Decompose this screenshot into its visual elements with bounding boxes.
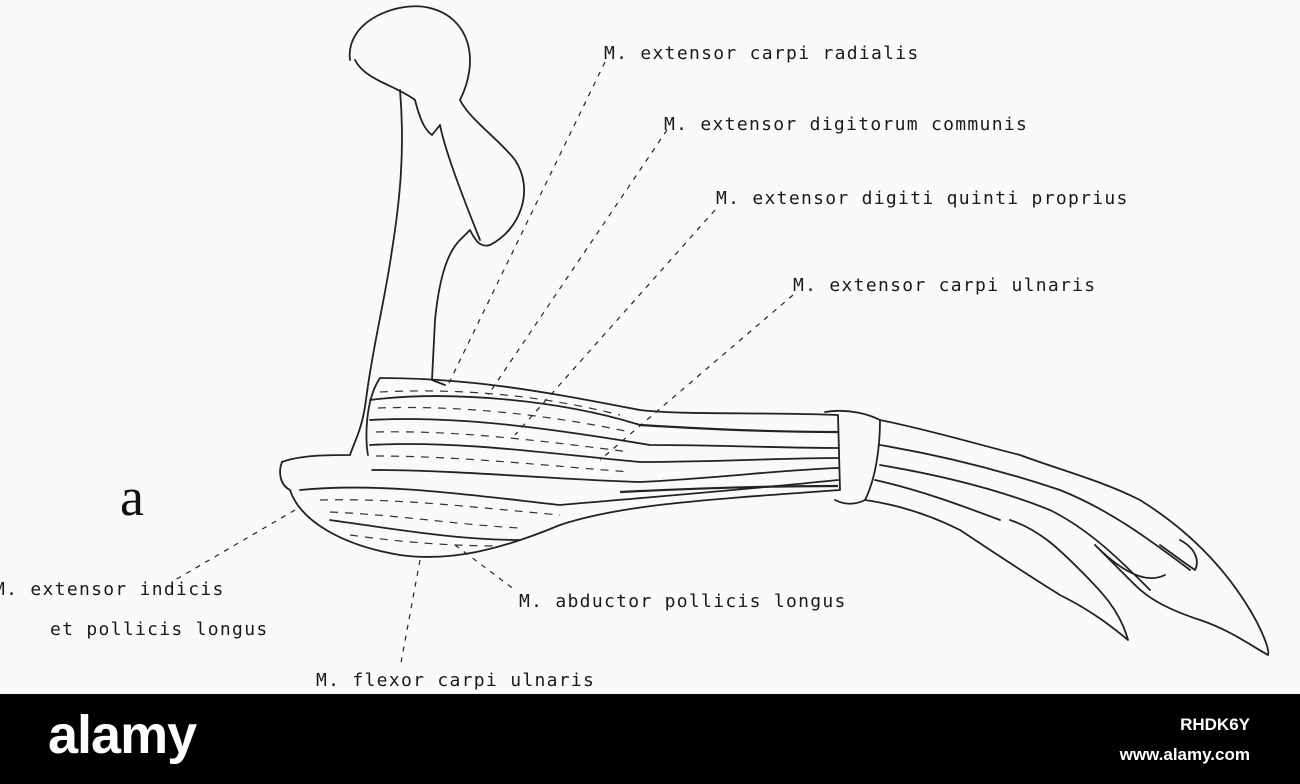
leader-ecu [600,295,793,460]
leader-edc [488,130,667,395]
leader-fcu [400,560,420,668]
muscle-band-2 [370,419,838,448]
fibre-4 [376,456,630,472]
label-extensor-indicis-line2: et pollicis longus [50,621,268,639]
muscle-band-5 [300,480,838,505]
leader-apl [455,545,515,590]
muscle-band-1 [370,396,640,425]
panel-letter: a [120,470,144,524]
label-extensor-indicis-line1: M. extensor indicis [0,581,225,599]
fibre-7 [350,535,500,546]
watermark-footer: alamy RHDK6Y www.alamy.com [0,694,1300,784]
humerus-outline [350,6,524,385]
label-flexor-carpi-ulnaris: M. flexor carpi ulnaris [316,672,595,690]
digit-outline-mid [1095,545,1165,585]
fibre-5 [320,500,560,515]
fibre-6 [330,512,520,528]
label-abductor-pollicis-longus: M. abductor pollicis longus [519,593,847,611]
humerus-inner [355,60,480,240]
label-extensor-digitorum-communis: M. extensor digitorum communis [664,116,1028,134]
digit-line-1 [880,445,1190,570]
label-extensor-carpi-ulnaris: M. extensor carpi ulnaris [793,277,1096,295]
leader-ecr [448,62,605,385]
leader-eipl [175,510,295,580]
olecranon [280,462,290,490]
leader-edqp [515,210,715,435]
label-extensor-carpi-radialis: M. extensor carpi radialis [604,45,920,63]
figure-area: M. extensor carpi radialis M. extensor d… [0,0,1300,694]
digit-tip-1 [1160,540,1197,570]
humerus-shaft-left [282,90,402,462]
digit-outline-upper [880,420,1268,655]
digit-outline-lower [865,500,1128,640]
brand-logo: alamy [48,708,196,762]
site-url: www.alamy.com [1120,746,1250,763]
image-id: RHDK6Y [1180,716,1250,733]
tendon-1 [640,425,838,432]
muscle-mass-outline [290,378,840,557]
digit-line-3 [875,480,1000,520]
digit-line-2 [880,465,1150,590]
label-extensor-digiti-quinti-proprius: M. extensor digiti quinti proprius [716,190,1129,208]
muscle-band-6 [330,520,520,540]
